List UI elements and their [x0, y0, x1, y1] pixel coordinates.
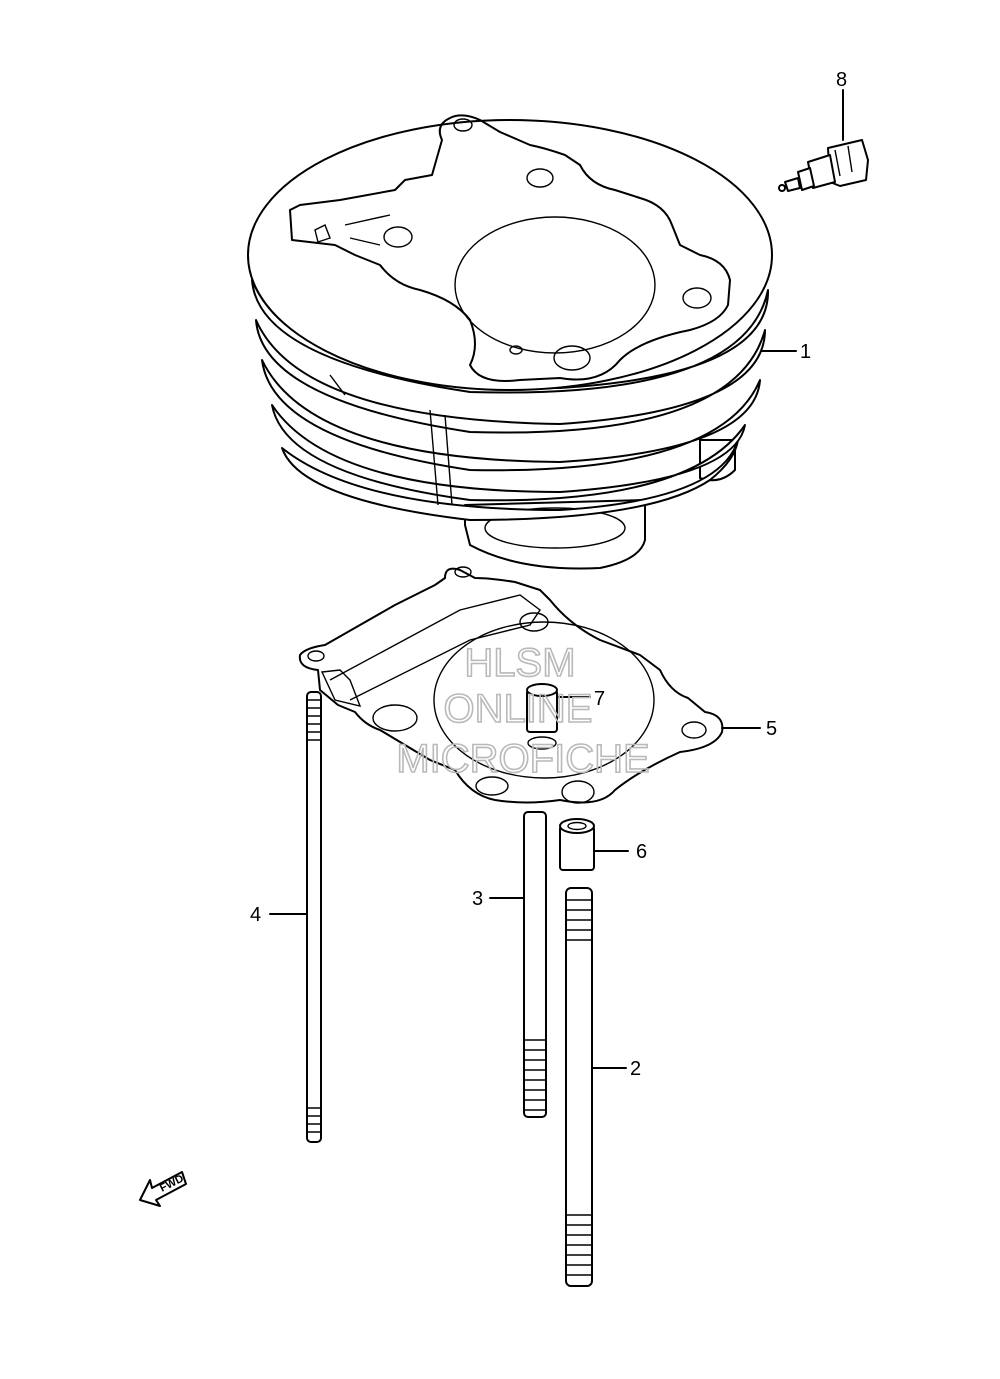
callout-1: 1: [800, 341, 811, 363]
callout-6: 6: [636, 841, 647, 863]
callout-7: 7: [594, 688, 605, 710]
temperature-sensor-part-8[interactable]: [778, 139, 869, 192]
callout-2: 2: [630, 1058, 641, 1080]
cylinder-part-1[interactable]: [247, 114, 773, 570]
watermark-line-2: ONLINE: [444, 687, 593, 731]
stud-bolt-part-4[interactable]: [306, 691, 322, 1143]
watermark: HLSM ONLINE MICROFICHE: [396, 640, 651, 782]
callout-8: 8: [836, 69, 847, 91]
stud-bolt-part-3[interactable]: [523, 811, 547, 1118]
watermark-line-3: MICROFICHE: [396, 737, 649, 781]
watermark-line-1: HLSM: [464, 641, 575, 685]
callout-4: 4: [250, 904, 261, 926]
cylinder-base-gasket-part-5[interactable]: [298, 566, 724, 804]
leader-lines: [269, 89, 844, 1069]
dowel-pin-part-6[interactable]: [559, 818, 595, 871]
forward-arrow: FWD: [139, 1171, 187, 1207]
callout-3: 3: [472, 888, 483, 910]
dowel-pin-part-7[interactable]: [526, 683, 558, 750]
callout-5: 5: [766, 718, 777, 740]
stud-bolt-part-2[interactable]: [565, 887, 593, 1287]
